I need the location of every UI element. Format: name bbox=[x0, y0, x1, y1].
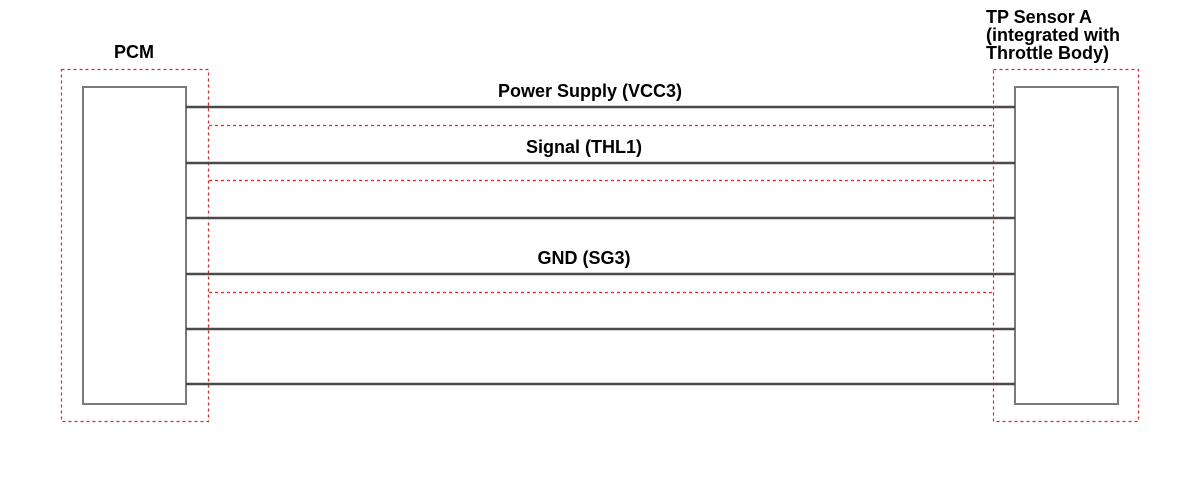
sensor-label-line-2: (integrated with bbox=[986, 25, 1120, 45]
sensor-connector bbox=[1014, 86, 1119, 405]
pcm-label: PCM bbox=[114, 42, 154, 62]
pcm-highlight-box bbox=[60, 68, 210, 423]
sensor-label-line-1: TP Sensor A bbox=[986, 7, 1093, 27]
pcm-connector bbox=[82, 86, 187, 405]
ground-label: GND (SG3) bbox=[537, 248, 631, 268]
power-supply-label: Power Supply (VCC3) bbox=[497, 81, 683, 101]
sensor-highlight-box bbox=[992, 68, 1140, 423]
sensor-label-line-3: Throttle Body) bbox=[986, 43, 1109, 63]
sensor-label: TP Sensor A (integrated with Throttle Bo… bbox=[986, 8, 1120, 62]
signal-label: Signal (THL1) bbox=[526, 137, 642, 157]
